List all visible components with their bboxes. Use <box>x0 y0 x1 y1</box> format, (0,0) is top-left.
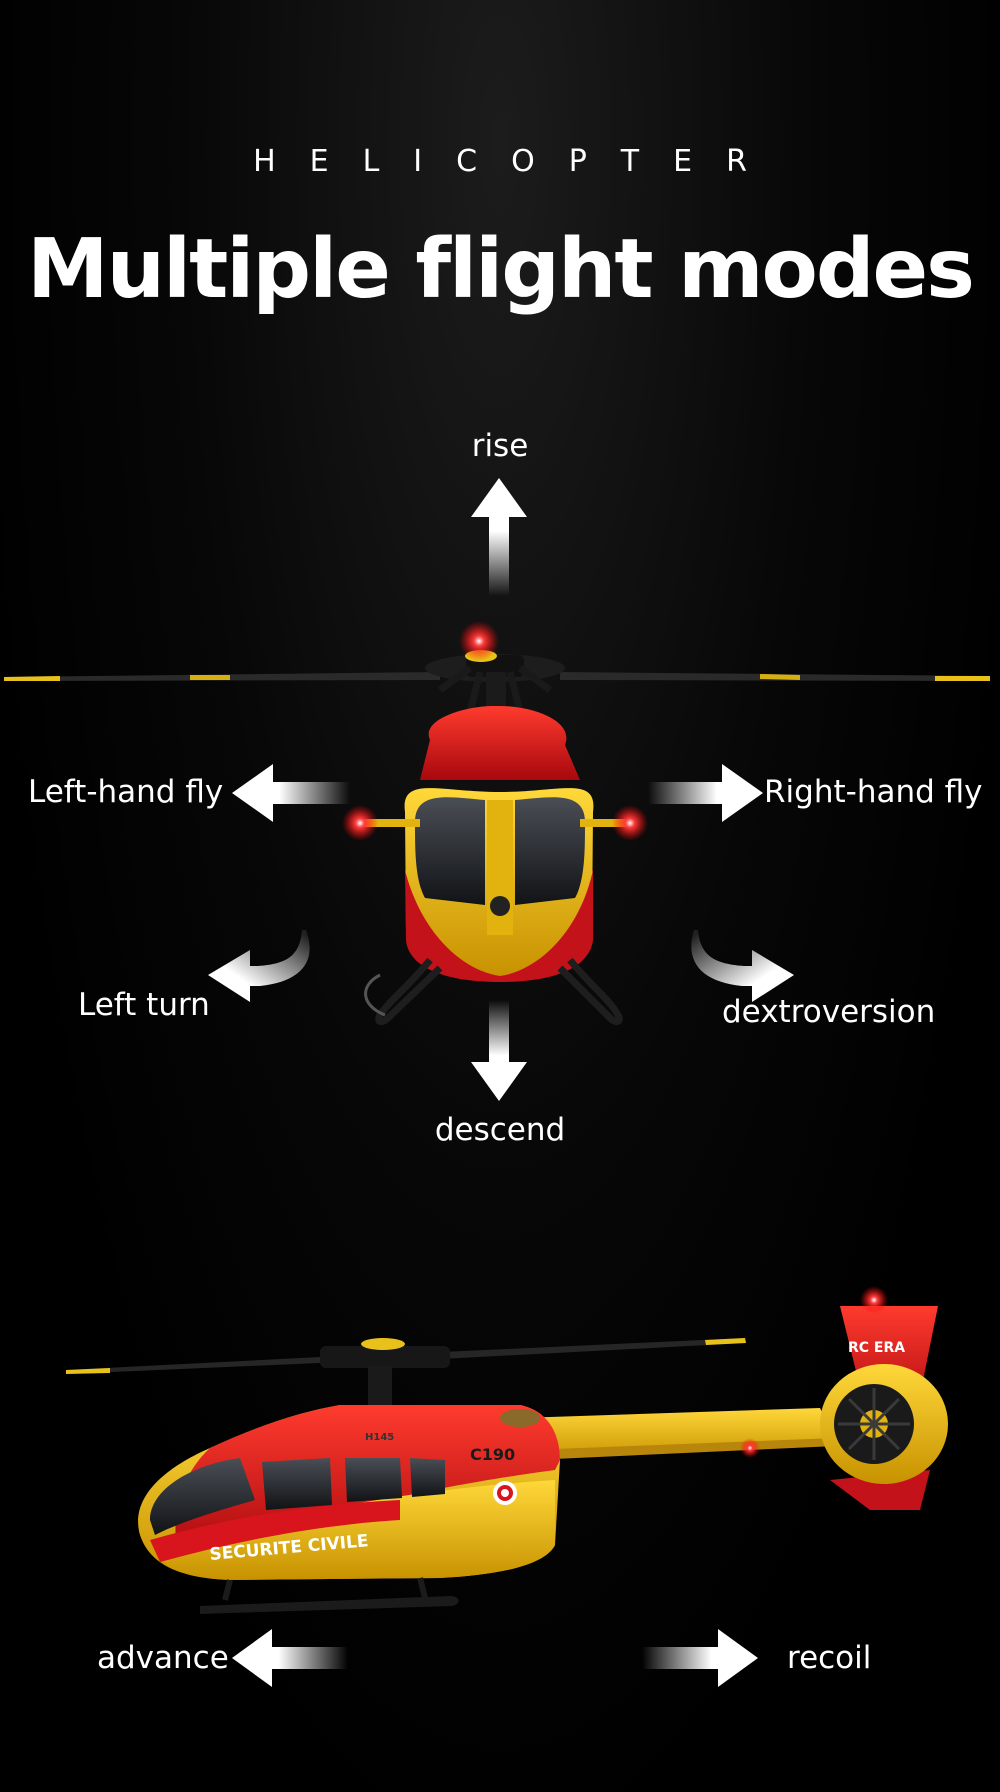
dextroversion-label: dextroversion <box>722 994 936 1030</box>
right-hand-fly-label: Right-hand fly <box>764 774 983 810</box>
type-code-text: H145 <box>365 1432 394 1443</box>
advance-label: advance <box>97 1640 229 1676</box>
descend-label: descend <box>434 1112 566 1148</box>
page-title: Multiple flight modes <box>27 222 975 317</box>
descend-arrow-icon <box>471 1000 527 1101</box>
right-arrow-icon <box>648 764 763 822</box>
left-turn-label: Left turn <box>78 987 210 1023</box>
recoil-arrow-icon <box>642 1629 758 1687</box>
advance-arrow-icon <box>232 1629 348 1687</box>
left-hand-fly-label: Left-hand fly <box>28 774 224 810</box>
model-code-text: C190 <box>470 1445 515 1464</box>
left-turn-arrow-icon <box>208 930 310 1002</box>
rise-arrow-icon <box>471 478 527 596</box>
rise-label: rise <box>471 428 529 464</box>
left-arrow-icon <box>232 764 350 822</box>
side-helicopter-image: SECURITE CIVILE C190 H145 RC ERA <box>66 1286 948 1614</box>
helicopter-kicker: HELICOPTER <box>253 144 781 179</box>
front-helicopter-image <box>4 621 990 1026</box>
right-turn-arrow-icon <box>691 930 794 1002</box>
fin-brand-logo: RC ERA <box>848 1340 905 1356</box>
recoil-label: recoil <box>787 1640 872 1676</box>
